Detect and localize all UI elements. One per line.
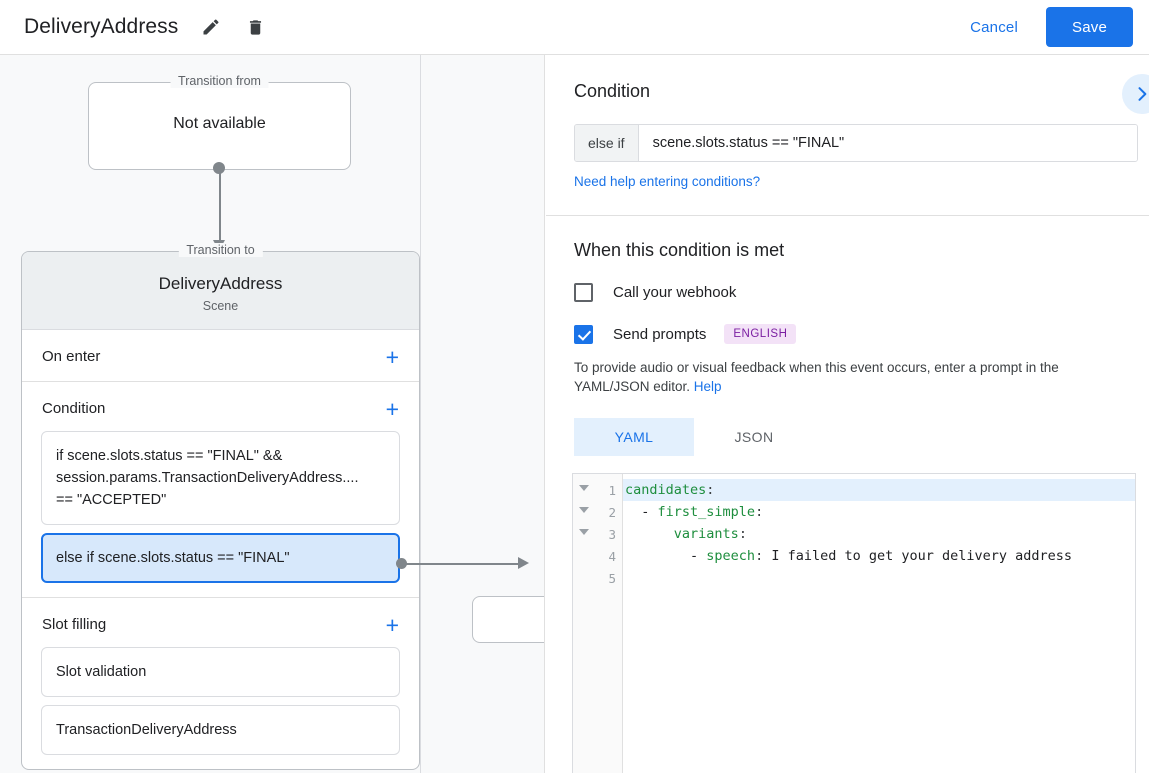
fold-caret-icon[interactable] <box>579 529 589 535</box>
trash-icon[interactable] <box>244 16 266 38</box>
top-bar: DeliveryAddress Cancel Save <box>0 0 1149 55</box>
language-badge: ENGLISH <box>724 324 797 344</box>
condition-editor-section: Condition else if scene.slots.status == … <box>546 55 1149 216</box>
cancel-button[interactable]: Cancel <box>954 11 1034 44</box>
code-line[interactable]: - speech: I failed to get your delivery … <box>625 548 1073 564</box>
transition-from-legend: Transition from <box>170 74 269 88</box>
connector-line <box>219 168 221 243</box>
editor-format-tabs: YAML JSON <box>574 418 1121 456</box>
chevron-right-icon[interactable] <box>1122 74 1149 114</box>
gutter-line: 5 <box>573 567 622 589</box>
condition-input-row[interactable]: else if scene.slots.status == "FINAL" <box>574 124 1138 162</box>
transition-from-node[interactable]: Transition from Not available <box>88 74 351 170</box>
tab-yaml[interactable]: YAML <box>574 418 694 456</box>
send-prompts-label: Send prompts <box>613 325 707 343</box>
send-prompts-checkbox[interactable] <box>574 324 593 344</box>
fold-caret-icon[interactable] <box>579 507 589 513</box>
pencil-icon[interactable] <box>200 16 222 38</box>
condition-heading: Condition <box>574 81 651 101</box>
add-slot-filling-icon[interactable]: + <box>385 611 399 638</box>
save-button[interactable]: Save <box>1046 7 1133 47</box>
yaml-key: candidates <box>625 482 707 498</box>
yaml-colon: : <box>738 526 747 542</box>
section-title-slot-filling: Slot filling <box>42 616 107 633</box>
line-number: 3 <box>608 526 616 542</box>
condition-item-selected[interactable]: else if scene.slots.status == "FINAL" <box>41 533 400 583</box>
canvas-divider <box>420 55 421 773</box>
when-condition-met-section: When this condition is met Call your web… <box>546 216 1149 456</box>
line-number: 1 <box>608 482 616 498</box>
gutter-line: 4 <box>573 545 622 567</box>
slot-filling-item[interactable]: Slot validation <box>41 647 400 697</box>
transition-to-node: Transition to DeliveryAddress Scene On e… <box>21 243 420 770</box>
yaml-colon: : <box>755 504 764 520</box>
yaml-code-editor[interactable]: 1 2 3 4 5 candidates: - first_simple: varian… <box>572 473 1136 773</box>
section-header: Slot filling + <box>22 598 419 639</box>
add-on-enter-icon[interactable]: + <box>385 343 399 370</box>
send-prompts-row: Send prompts ENGLISH <box>574 324 1121 344</box>
scene-subtitle: Scene <box>202 299 239 313</box>
tab-json[interactable]: JSON <box>734 429 774 445</box>
condition-help-link[interactable]: Need help entering conditions? <box>574 174 761 189</box>
condition-item[interactable]: if scene.slots.status == "FINAL" && sess… <box>41 431 400 525</box>
call-webhook-label: Call your webhook <box>613 284 737 301</box>
scene-name: DeliveryAddress <box>158 274 283 293</box>
code-line[interactable]: variants: <box>623 523 1135 545</box>
editor-content[interactable]: candidates: - first_simple: variants: - … <box>623 474 1135 773</box>
next-node-placeholder[interactable] <box>472 596 544 643</box>
edge-source-dot <box>396 558 407 569</box>
add-condition-icon[interactable]: + <box>385 395 399 422</box>
editor-gutter: 1 2 3 4 5 <box>573 474 623 773</box>
edge-arrow-icon <box>518 557 529 569</box>
code-line[interactable]: - first_simple: <box>625 504 764 520</box>
section-header: On enter + <box>22 330 419 381</box>
prompt-help-link[interactable]: Help <box>693 379 722 394</box>
scene-header[interactable]: DeliveryAddress Scene <box>22 252 419 330</box>
transition-to-legend: Transition to <box>178 243 263 257</box>
section-condition: Condition + if scene.slots.status == "FI… <box>22 382 419 598</box>
prompt-help-text: To provide audio or visual feedback when… <box>574 358 1130 396</box>
edge-line <box>404 563 520 565</box>
section-slot-filling: Slot filling + Slot validation Transacti… <box>22 598 419 769</box>
yaml-value: I failed to get your delivery address <box>763 548 1073 564</box>
line-number: 5 <box>608 570 616 586</box>
line-number: 4 <box>608 548 616 564</box>
gutter-line: 1 <box>573 479 622 501</box>
section-title-condition: Condition <box>42 400 106 417</box>
section-title-on-enter: On enter <box>42 348 101 365</box>
condition-expression-input[interactable]: scene.slots.status == "FINAL" <box>638 125 1137 161</box>
topbar-actions: Cancel Save <box>954 7 1149 47</box>
yaml-key: first_simple <box>657 504 756 520</box>
slot-filling-item[interactable]: TransactionDeliveryAddress <box>41 705 400 755</box>
gutter-line: 2 <box>573 501 622 523</box>
yaml-colon: : <box>706 482 715 498</box>
yaml-colon: : <box>755 548 764 564</box>
section-on-enter: On enter + <box>22 330 419 382</box>
prompt-help-sentence: To provide audio or visual feedback when… <box>574 360 1059 394</box>
condition-prefix-label: else if <box>575 125 639 161</box>
section-header: Condition + <box>22 382 419 423</box>
code-line[interactable] <box>623 567 1135 589</box>
fold-caret-icon[interactable] <box>579 485 589 491</box>
gutter-line: 3 <box>573 523 622 545</box>
code-line[interactable]: candidates: <box>623 479 1135 501</box>
yaml-key: speech <box>706 548 756 564</box>
yaml-key: variants <box>673 526 739 542</box>
webhook-row: Call your webhook <box>574 283 1121 302</box>
when-met-heading: When this condition is met <box>574 240 785 260</box>
call-webhook-checkbox[interactable] <box>574 283 593 302</box>
page-title: DeliveryAddress <box>24 15 179 38</box>
line-number: 2 <box>608 504 616 520</box>
flow-canvas: Transition from Not available Transition… <box>0 55 545 773</box>
transition-from-value: Not available <box>173 115 266 132</box>
